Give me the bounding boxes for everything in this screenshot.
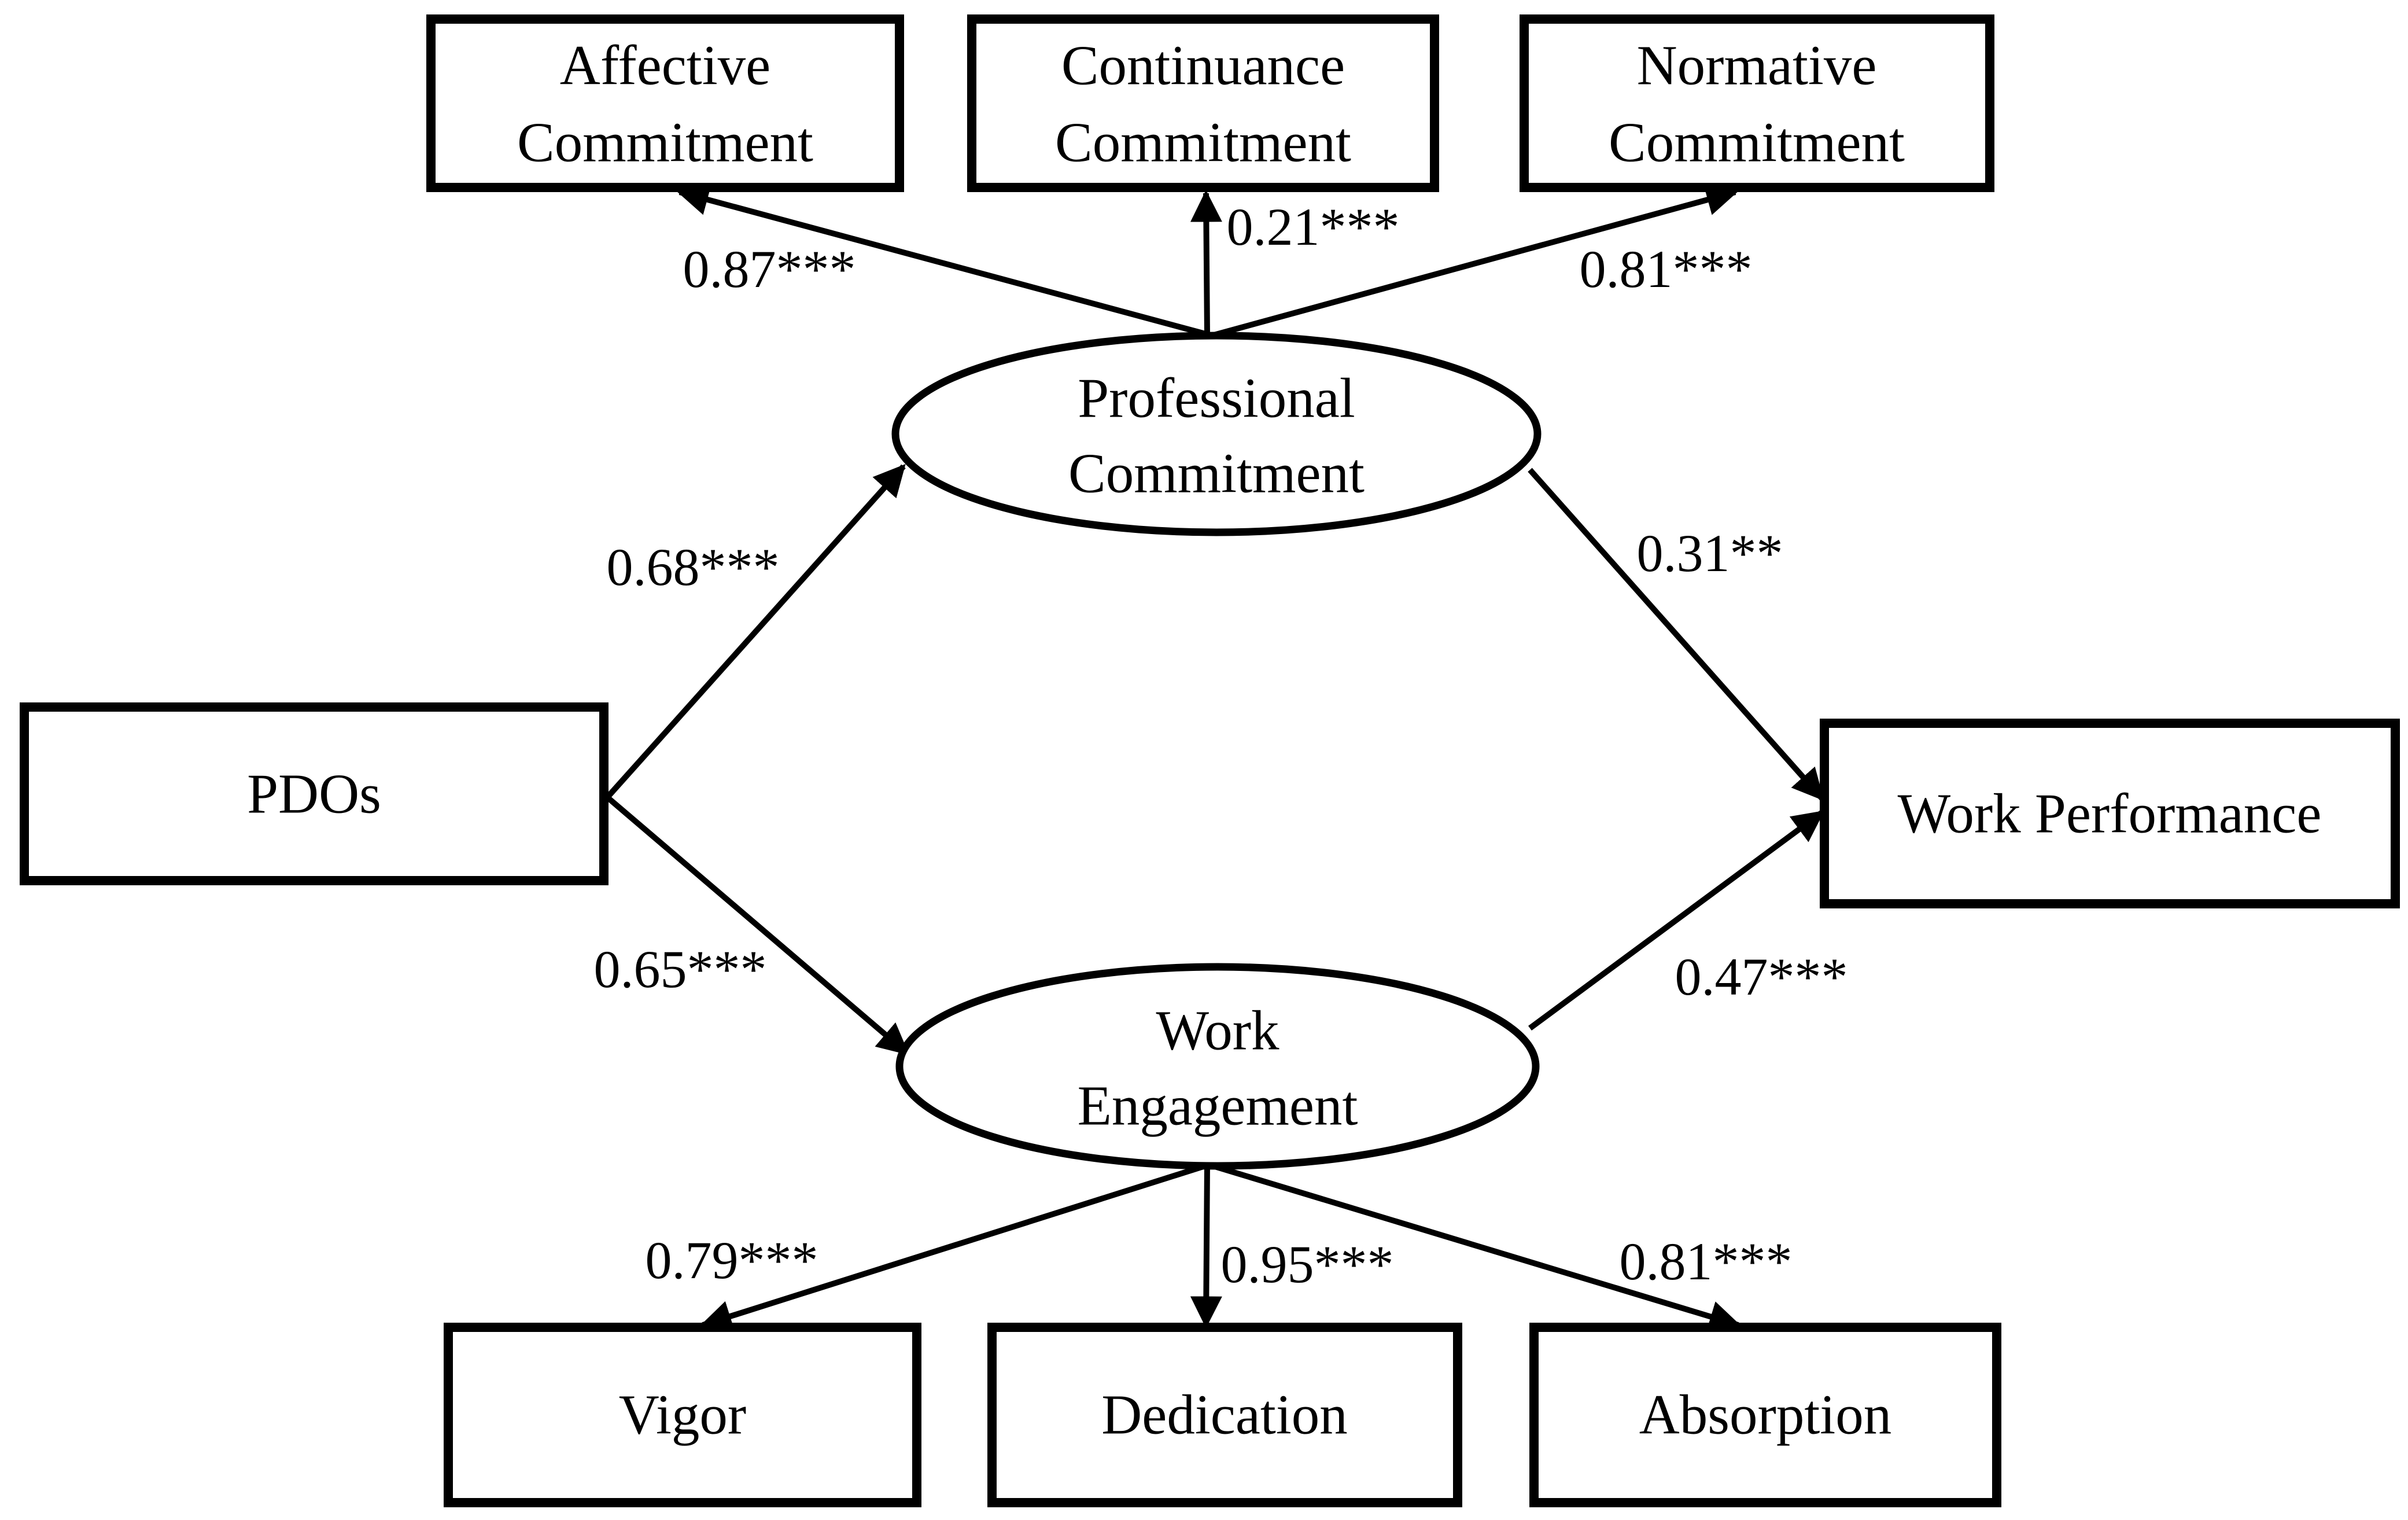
coefficient-pdos-we: 0.65*** bbox=[594, 940, 767, 999]
continuance-commitment-label-line1: Continuance bbox=[1061, 35, 1345, 97]
pdos-label: PDOs bbox=[247, 763, 381, 825]
coefficient-pc-continuance: 0.21*** bbox=[1227, 197, 1400, 256]
affective-commitment-label-line1: Affective bbox=[560, 35, 770, 97]
normative-commitment-label-line2: Commitment bbox=[1609, 112, 1905, 174]
coefficient-we-absorption: 0.81*** bbox=[1620, 1232, 1793, 1291]
node-work-performance: Work Performance bbox=[1820, 719, 2400, 908]
edge-we-to-absorption bbox=[1208, 1162, 1742, 1332]
normative-commitment-box bbox=[1520, 14, 1994, 192]
edge-pdos-to-we bbox=[605, 795, 910, 1055]
edge-pc-to-affective bbox=[676, 184, 1213, 338]
edge-we-to-wp bbox=[1528, 809, 1825, 1031]
node-pdos: PDOs bbox=[20, 702, 609, 885]
node-continuance-commitment: Continuance Commitment bbox=[967, 14, 1439, 192]
edge-we-to-vigor bbox=[699, 1162, 1210, 1332]
work-engagement-label-line1: Work bbox=[1156, 1000, 1279, 1062]
coefficient-pc-normative: 0.81*** bbox=[1580, 240, 1753, 299]
vigor-label: Vigor bbox=[619, 1384, 746, 1446]
vigor-box bbox=[444, 1323, 921, 1507]
edges-group bbox=[605, 184, 1825, 1332]
node-normative-commitment: Normative Commitment bbox=[1520, 14, 1994, 192]
pdos-box bbox=[20, 702, 609, 885]
node-dedication: Dedication bbox=[987, 1323, 1462, 1507]
node-work-engagement: Work Engagement bbox=[895, 963, 1540, 1170]
node-absorption: Absorption bbox=[1529, 1323, 2001, 1507]
normative-commitment-label-line1: Normative bbox=[1637, 35, 1877, 97]
coefficient-pc-affective: 0.87*** bbox=[683, 240, 856, 299]
coefficient-pc-wp: 0.31** bbox=[1637, 524, 1783, 583]
continuance-commitment-box bbox=[967, 14, 1439, 192]
work-engagement-label-line2: Engagement bbox=[1078, 1075, 1358, 1137]
work-engagement-ellipse bbox=[895, 963, 1540, 1170]
absorption-label: Absorption bbox=[1639, 1384, 1892, 1446]
coefficient-labels-group: 0.87*** 0.21*** 0.81*** 0.68*** 0.31** 0… bbox=[594, 197, 1848, 1294]
dedication-box bbox=[987, 1323, 1462, 1507]
work-performance-box bbox=[1820, 719, 2400, 908]
node-professional-commitment: Professional Commitment bbox=[891, 332, 1542, 536]
edge-pdos-to-pc bbox=[605, 463, 906, 800]
professional-commitment-label-line1: Professional bbox=[1078, 367, 1355, 429]
coefficient-we-dedication: 0.95*** bbox=[1221, 1235, 1394, 1294]
coefficient-pdos-pc: 0.68*** bbox=[607, 538, 780, 597]
coefficient-we-wp: 0.47*** bbox=[1675, 947, 1848, 1006]
edge-pc-to-normative bbox=[1211, 184, 1739, 338]
edge-we-to-dedication bbox=[1190, 1164, 1222, 1328]
edge-pc-to-continuance bbox=[1190, 190, 1222, 336]
dedication-label: Dedication bbox=[1101, 1384, 1348, 1446]
node-affective-commitment: Affective Commitment bbox=[426, 14, 904, 192]
continuance-commitment-label-line2: Commitment bbox=[1055, 112, 1351, 174]
professional-commitment-label-line2: Commitment bbox=[1068, 443, 1365, 505]
absorption-box bbox=[1529, 1323, 2001, 1507]
affective-commitment-box bbox=[426, 14, 904, 192]
edge-pc-to-wp bbox=[1528, 468, 1824, 801]
professional-commitment-ellipse bbox=[891, 332, 1542, 536]
work-performance-label: Work Performance bbox=[1898, 783, 2322, 845]
node-vigor: Vigor bbox=[444, 1323, 921, 1507]
affective-commitment-label-line2: Commitment bbox=[517, 112, 813, 174]
coefficient-we-vigor: 0.79*** bbox=[646, 1231, 818, 1290]
